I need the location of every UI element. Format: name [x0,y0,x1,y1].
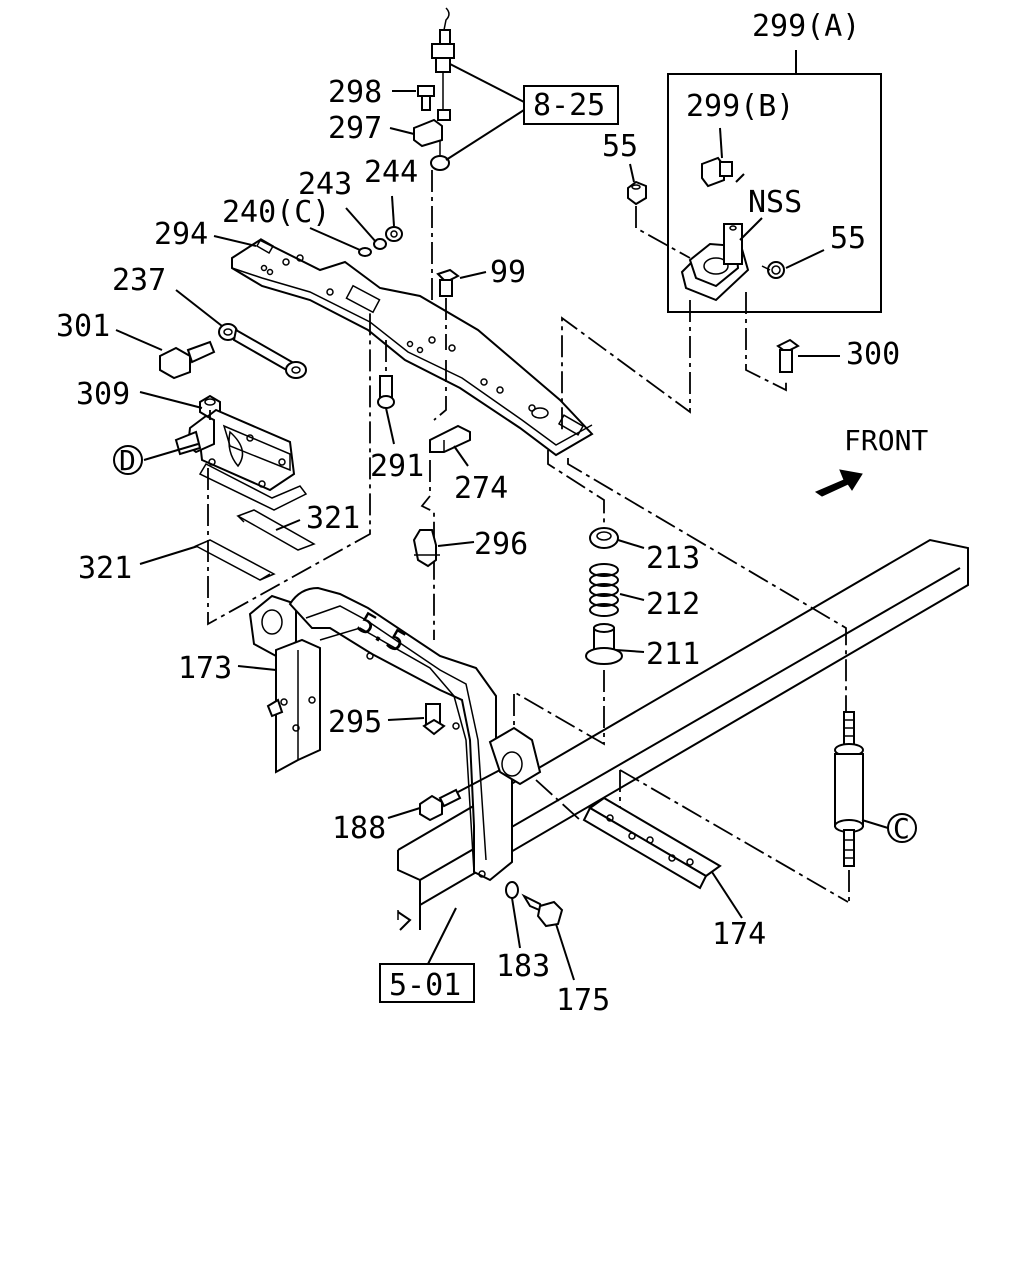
shock-absorber-c [834,711,864,867]
nut-55-inner [761,261,785,279]
label-300: 300 [846,337,900,372]
callout-d-label: D [119,444,136,477]
bolt-188 [419,788,462,822]
label-188: 188 [332,811,386,846]
bolt-99 [436,268,460,297]
label-243: 243 [298,167,352,202]
label-212: 212 [646,587,700,622]
label-295: 295 [328,705,382,740]
label-99: 99 [490,255,526,290]
bracket-173-end [488,726,542,786]
bolt-300 [776,338,800,373]
mount-d-component [174,408,308,511]
label-299b: 299(B) [686,89,794,124]
callout-c-label: C [893,812,910,845]
label-174: 174 [712,917,766,952]
label-296: 296 [474,527,528,562]
box-299a [667,50,882,313]
label-244: 244 [364,155,418,190]
bushing-211 [585,623,623,665]
label-297: 297 [328,111,382,146]
label-55-upper: 55 [602,129,638,164]
front-arrow-icon [814,469,863,497]
label-213: 213 [646,541,700,576]
washer-213 [589,527,619,549]
bracket-174 [582,796,722,890]
bracket-274 [429,424,471,453]
crossmember-294 [231,238,594,457]
callout-d: D [113,444,143,477]
label-nss: NSS [748,185,802,220]
bolt-301 [159,340,216,380]
label-301: 301 [56,309,110,344]
label-299a: 299(A) [752,9,860,44]
label-240c: 240(C) [222,195,330,230]
label-321-upper: 321 [306,501,360,536]
bolt-295 [422,703,446,736]
label-front: FRONT [844,424,928,457]
washer-183 [505,881,519,899]
mount-bracket-299 [680,223,750,302]
bolt-299b [701,156,733,188]
spring-212 [589,563,619,617]
clamp-296 [412,529,440,568]
ref-box-5-01: 5-01 [379,963,475,1003]
label-298: 298 [328,75,382,110]
label-237: 237 [112,263,166,298]
label-175: 175 [556,983,610,1018]
label-183: 183 [496,949,550,984]
clip-297 [413,118,443,148]
ref-8-25: 8-25 [533,88,605,123]
bolt-298 [417,85,435,111]
washers-243-244 [358,226,403,257]
label-321-lower: 321 [78,551,132,586]
label-294: 294 [154,217,208,252]
ref-5-01: 5-01 [389,968,461,1003]
shim-321-lower [194,539,276,581]
label-274: 274 [454,471,508,506]
sensor-assembly [430,7,455,171]
leader-lines [115,63,889,981]
label-291: 291 [370,449,424,484]
link-rod-237 [218,323,307,379]
shim-321-upper [236,509,316,551]
bolt-291 [377,340,395,409]
label-211: 211 [646,637,700,672]
ref-box-8-25: 8-25 [523,85,619,125]
label-55-inner: 55 [830,221,866,256]
callout-c: C [887,812,917,845]
bolt-175 [521,893,564,928]
part-labels: 299(A) 299(B) NSS 55 55 300 298 297 243 … [56,9,928,1018]
label-309: 309 [76,377,130,412]
nut-55-outer [627,180,647,206]
label-173: 173 [178,651,232,686]
